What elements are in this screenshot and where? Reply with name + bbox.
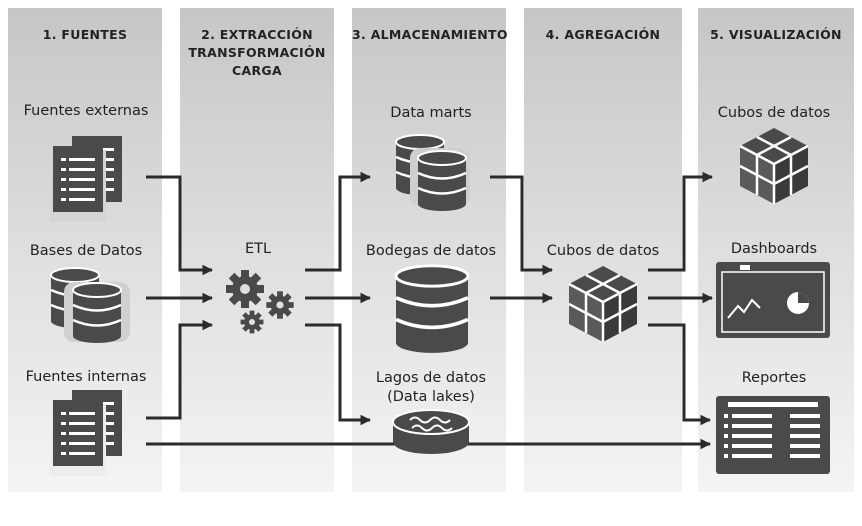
label-aggregation-cubes: Cubos de datos bbox=[546, 243, 660, 259]
report-icon bbox=[716, 396, 830, 474]
header-aggregation: 4. AGREGACIÓN bbox=[545, 27, 661, 42]
arrow-cubes-to-reports bbox=[648, 323, 712, 426]
document-icon-internal bbox=[50, 390, 122, 476]
header-visualization: 5. VISUALIZACIÓN bbox=[710, 27, 842, 42]
lake-icon bbox=[392, 409, 470, 454]
label-etl: ETL bbox=[244, 241, 272, 257]
label-data-marts: Data marts bbox=[390, 105, 472, 121]
column-etl bbox=[180, 8, 334, 492]
document-icon-external bbox=[50, 136, 122, 222]
cube-icon-visualization bbox=[738, 126, 810, 206]
database-icon-warehouse bbox=[394, 263, 470, 355]
arrow-cubes-to-viz-cubes bbox=[648, 171, 714, 272]
arrow-internal-to-etl bbox=[146, 319, 214, 420]
label-internal-sources: Fuentes internas bbox=[25, 369, 147, 385]
label-lakes-line1: Lagos de datos bbox=[375, 370, 487, 386]
database-icon-sources bbox=[49, 266, 130, 345]
database-icon-data-marts bbox=[394, 133, 470, 213]
label-databases: Bases de Datos bbox=[29, 243, 143, 259]
header-etl-line3: CARGA bbox=[232, 63, 282, 78]
dashboard-icon bbox=[716, 262, 830, 338]
column-aggregation bbox=[524, 8, 682, 492]
label-lakes-line2: (Data lakes) bbox=[387, 389, 475, 405]
label-lakes: Lagos de datos (Data lakes) bbox=[376, 369, 486, 407]
arrow-etl-to-marts bbox=[305, 171, 372, 272]
label-reports: Reportes bbox=[741, 370, 807, 386]
label-external-sources: Fuentes externas bbox=[23, 103, 149, 119]
gear-icon-etl bbox=[226, 270, 294, 334]
arrow-etl-to-lakes bbox=[305, 323, 372, 426]
label-dashboards: Dashboards bbox=[730, 241, 818, 257]
header-etl: 2. EXTRACCIÓN TRANSFORMACIÓN CARGA bbox=[180, 26, 334, 80]
header-storage: 3. ALMACENAMIENTO bbox=[352, 27, 508, 42]
cube-icon-aggregation bbox=[567, 264, 639, 344]
label-warehouses: Bodegas de datos bbox=[365, 243, 497, 259]
header-etl-line2: TRANSFORMACIÓN bbox=[188, 45, 326, 60]
header-etl-line1: 2. EXTRACCIÓN bbox=[201, 27, 313, 42]
arrow-external-to-etl bbox=[146, 175, 214, 276]
arrow-marts-to-cubes bbox=[490, 175, 554, 276]
header-sources: 1. FUENTES bbox=[42, 27, 128, 42]
label-viz-cubes: Cubos de datos bbox=[717, 105, 831, 121]
